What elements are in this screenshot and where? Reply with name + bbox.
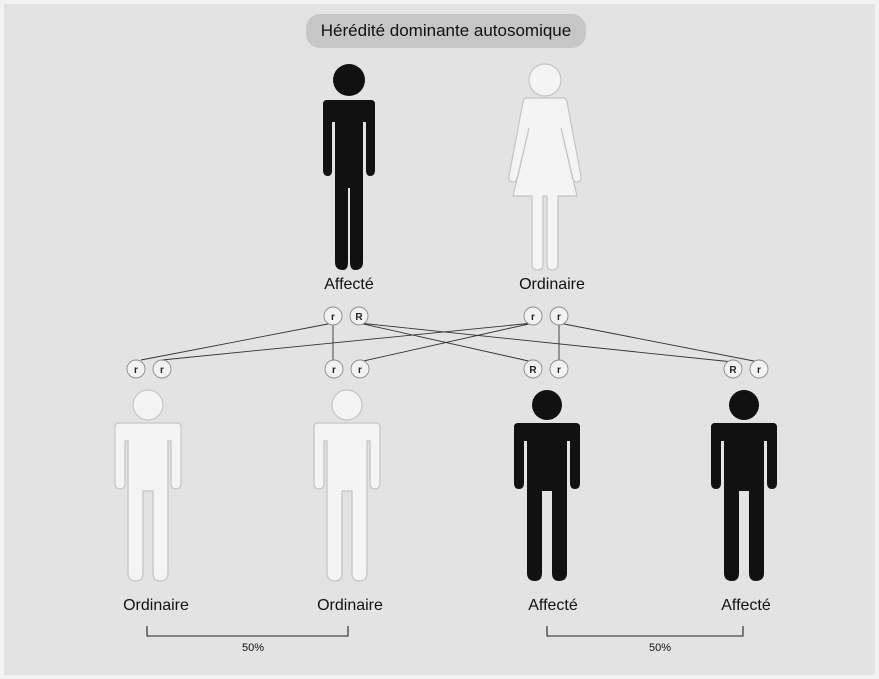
- diagram-title: Hérédité dominante autosomique: [306, 14, 586, 48]
- allele-circle: [152, 359, 172, 379]
- allele-label: r: [557, 365, 561, 376]
- allele-label: R: [729, 365, 737, 376]
- child-2-figure: [313, 389, 381, 582]
- allele-label: r: [557, 312, 561, 323]
- child-4-alleles: R r: [723, 359, 769, 379]
- allele-circle: [523, 306, 543, 326]
- allele-label: r: [134, 365, 138, 376]
- allele-label: r: [757, 365, 761, 376]
- allele-circle: [523, 359, 543, 379]
- allele-circle: [549, 359, 569, 379]
- child-1-figure: [114, 389, 182, 582]
- allele-circle: [323, 306, 343, 326]
- group-bracket-left: [146, 626, 349, 637]
- allele-circle: [349, 306, 369, 326]
- inheritance-lines: [140, 322, 760, 363]
- allele-circle: [549, 306, 569, 326]
- allele-label: R: [529, 365, 537, 376]
- child-4-label: Affecté: [721, 597, 771, 614]
- child-2-alleles: r r: [324, 359, 370, 379]
- child-2-label: Ordinaire: [317, 597, 383, 614]
- mother-alleles: r r: [523, 306, 569, 326]
- allele-label: r: [331, 312, 335, 323]
- allele-circle: [723, 359, 743, 379]
- allele-circle: [350, 359, 370, 379]
- allele-circle: [126, 359, 146, 379]
- child-1-alleles: r r: [126, 359, 172, 379]
- allele-label: r: [332, 365, 336, 376]
- father-label: Affecté: [324, 276, 374, 293]
- father-alleles: r R: [323, 306, 369, 326]
- allele-label: r: [358, 365, 362, 376]
- allele-circle: [749, 359, 769, 379]
- child-4-figure: [711, 390, 777, 581]
- child-3-label: Affecté: [528, 597, 578, 614]
- child-3-alleles: R r: [523, 359, 569, 379]
- father-figure: [323, 64, 375, 270]
- group-bracket-right: [546, 626, 744, 637]
- allele-circle: [324, 359, 344, 379]
- group-percentage-right: 50%: [648, 642, 672, 654]
- mother-figure: [508, 63, 582, 271]
- child-1-label: Ordinaire: [123, 597, 189, 614]
- allele-label: r: [531, 312, 535, 323]
- group-percentage-left: 50%: [241, 642, 265, 654]
- child-3-figure: [514, 390, 580, 581]
- allele-label: R: [355, 312, 363, 323]
- mother-label: Ordinaire: [519, 276, 585, 293]
- allele-label: r: [160, 365, 164, 376]
